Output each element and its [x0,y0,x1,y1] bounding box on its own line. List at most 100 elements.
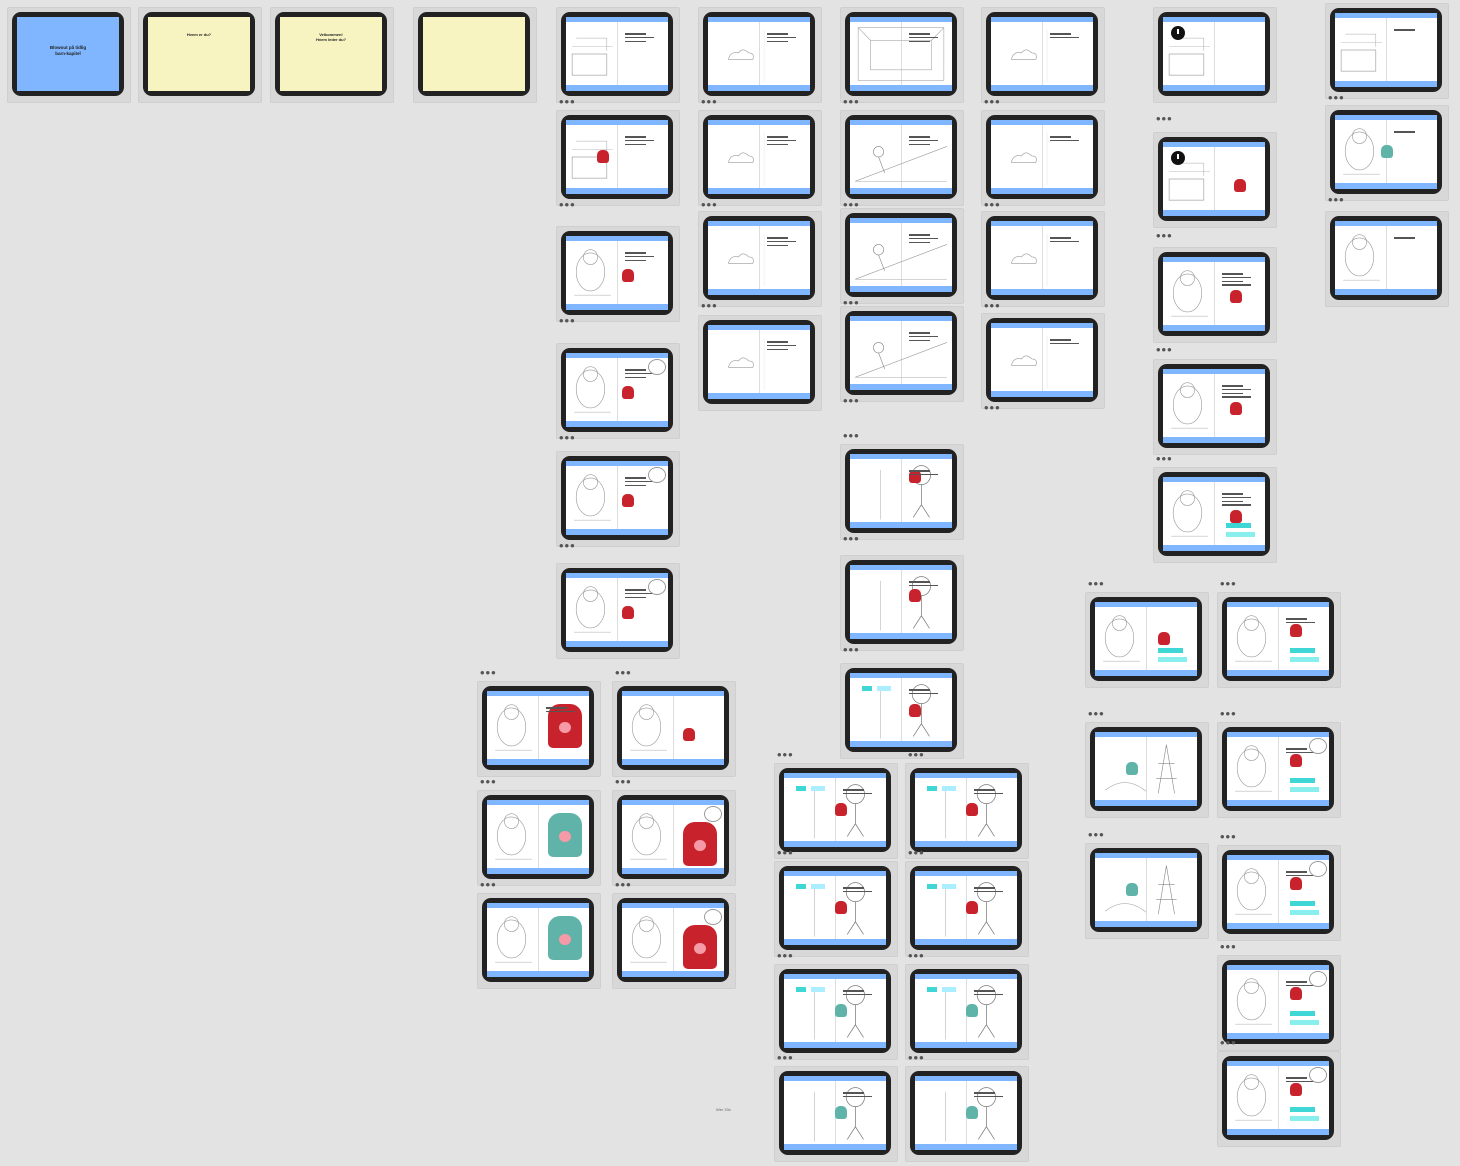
tablet-screen[interactable] [845,115,957,199]
choice-button[interactable] [810,987,825,993]
choice-button[interactable] [876,686,891,692]
tablet-screen[interactable] [910,866,1022,950]
tablet-screen[interactable] [561,231,673,315]
choice-button[interactable] [927,786,938,792]
tablet-screen[interactable] [1222,850,1334,934]
tablet-screen[interactable] [703,216,815,300]
more-dots-icon[interactable]: ••• [1156,228,1173,243]
choice-button[interactable] [927,987,938,993]
tablet-screen[interactable] [1090,597,1202,681]
tablet-screen[interactable] [482,795,594,879]
choice-button[interactable] [1158,647,1183,653]
tablet-screen[interactable] [910,1071,1022,1155]
choice-button[interactable] [796,786,807,792]
choice-button[interactable] [862,686,873,692]
tablet-screen[interactable] [1330,110,1442,194]
more-dots-icon[interactable]: ••• [843,197,860,212]
choice-button[interactable] [1290,1010,1315,1016]
tablet-screen[interactable] [1158,12,1270,96]
more-dots-icon[interactable]: ••• [984,400,1001,415]
choice-button[interactable] [1290,1019,1319,1025]
more-dots-icon[interactable]: ••• [559,197,576,212]
more-dots-icon[interactable]: ••• [615,665,632,680]
choice-button[interactable] [796,884,807,890]
tablet-screen[interactable] [779,969,891,1053]
choice-button[interactable] [796,987,807,993]
choice-button[interactable] [927,884,938,890]
choice-button[interactable] [1290,909,1319,915]
choice-button[interactable] [1158,656,1187,662]
choice-button[interactable] [1290,1115,1319,1121]
tablet-screen[interactable] [845,668,957,752]
tablet-screen[interactable] [1222,597,1334,681]
more-dots-icon[interactable]: ••• [701,94,718,109]
tablet-screen[interactable] [845,560,957,644]
more-dots-icon[interactable]: ••• [1156,451,1173,466]
more-dots-icon[interactable]: ••• [1220,1035,1237,1050]
more-dots-icon[interactable]: ••• [777,1050,794,1065]
more-dots-icon[interactable]: ••• [1220,939,1237,954]
tablet-screen[interactable] [617,898,729,982]
tablet-screen[interactable] [561,456,673,540]
tablet-screen[interactable]: Velkommen! Hvem leder du? [275,12,387,96]
more-dots-icon[interactable]: ••• [701,197,718,212]
more-dots-icon[interactable]: ••• [843,393,860,408]
more-dots-icon[interactable]: ••• [615,877,632,892]
choice-button[interactable] [941,786,956,792]
tablet-screen[interactable] [1222,960,1334,1044]
more-dots-icon[interactable]: ••• [480,877,497,892]
tablet-screen[interactable] [986,12,1098,96]
more-dots-icon[interactable]: ••• [480,665,497,680]
more-dots-icon[interactable]: ••• [908,747,925,762]
tablet-screen[interactable] [910,969,1022,1053]
tablet-screen[interactable] [482,686,594,770]
more-dots-icon[interactable]: ••• [908,1050,925,1065]
more-dots-icon[interactable]: ••• [1088,827,1105,842]
tablet-screen[interactable] [779,1071,891,1155]
tablet-screen[interactable] [1222,1056,1334,1140]
more-dots-icon[interactable]: ••• [559,94,576,109]
more-dots-icon[interactable]: ••• [1088,706,1105,721]
tablet-screen[interactable] [703,115,815,199]
more-dots-icon[interactable]: ••• [1156,342,1173,357]
more-dots-icon[interactable]: ••• [559,430,576,445]
tablet-screen[interactable] [986,115,1098,199]
tablet-screen[interactable] [1330,8,1442,92]
tablet-screen[interactable] [986,216,1098,300]
more-dots-icon[interactable]: ••• [777,845,794,860]
more-dots-icon[interactable]: ••• [1088,576,1105,591]
tablet-screen[interactable] [703,12,815,96]
tablet-screen[interactable] [986,318,1098,402]
tablet-screen[interactable] [779,768,891,852]
more-dots-icon[interactable]: ••• [777,747,794,762]
choice-button[interactable] [1226,522,1251,528]
choice-button[interactable] [941,987,956,993]
more-dots-icon[interactable]: ••• [615,774,632,789]
choice-button[interactable] [1290,656,1319,662]
more-dots-icon[interactable]: ••• [843,531,860,546]
tablet-screen[interactable] [845,449,957,533]
tablet-screen[interactable] [1222,727,1334,811]
more-dots-icon[interactable]: ••• [1328,90,1345,105]
tablet-screen[interactable] [561,348,673,432]
choice-button[interactable] [1290,900,1315,906]
choice-button[interactable] [1226,531,1255,537]
more-dots-icon[interactable]: ••• [1220,706,1237,721]
choice-button[interactable] [810,786,825,792]
more-dots-icon[interactable]: ••• [1328,192,1345,207]
choice-button[interactable] [1290,647,1315,653]
tablet-screen[interactable] [845,213,957,297]
more-dots-icon[interactable]: ••• [559,313,576,328]
tablet-screen[interactable] [1330,216,1442,300]
more-dots-icon[interactable]: ••• [1220,576,1237,591]
more-dots-icon[interactable]: ••• [777,948,794,963]
more-dots-icon[interactable]: ••• [908,845,925,860]
tablet-screen[interactable] [1158,364,1270,448]
tablet-screen[interactable] [1090,848,1202,932]
tablet-screen[interactable] [617,686,729,770]
more-dots-icon[interactable]: ••• [843,295,860,310]
choice-button[interactable] [1290,786,1319,792]
more-dots-icon[interactable]: ••• [843,642,860,657]
more-dots-icon[interactable]: ••• [984,94,1001,109]
tablet-screen[interactable] [561,12,673,96]
